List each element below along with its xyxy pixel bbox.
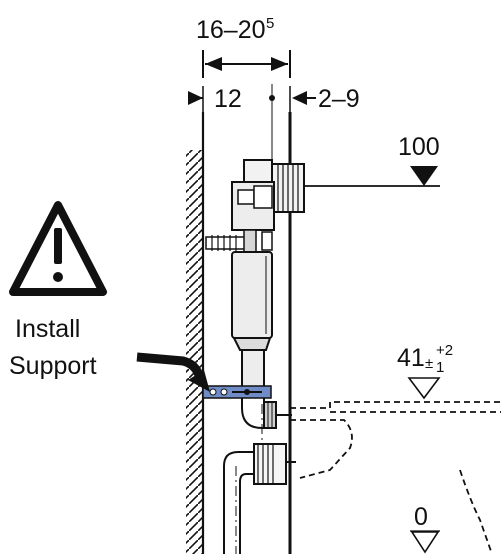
dimension-module-depth: 12 <box>188 84 275 160</box>
level-filled-triangle-icon <box>410 166 438 186</box>
height-marker-41: 41 ± +2 1 <box>397 342 453 400</box>
install-support-label: Install Support <box>9 315 97 380</box>
back-wall <box>186 112 205 554</box>
dimension-wall-gap: 2–9 <box>289 85 360 113</box>
wall-gap-label: 2–9 <box>318 85 360 113</box>
drain-pipe <box>223 404 296 554</box>
concealed-cistern <box>205 159 305 429</box>
dimension-total-depth: 16–20 5 <box>196 15 291 78</box>
seat-tol-plus: +2 <box>436 342 453 359</box>
height-100-label: 100 <box>398 133 440 161</box>
module-depth-label: 12 <box>214 85 242 113</box>
install-support-line1: Install <box>15 315 80 343</box>
warning-triangle-icon <box>9 201 107 296</box>
floor-height-label: 0 <box>414 503 428 531</box>
wc-pan-outline <box>290 401 501 555</box>
total-depth-superscript: 5 <box>266 15 274 32</box>
seat-height-label: 41 <box>397 344 425 372</box>
height-marker-0: 0 <box>410 503 440 554</box>
seat-tol-minus: 1 <box>436 359 444 376</box>
install-support-arrow-icon <box>136 352 210 392</box>
install-support-line2: Support <box>9 352 97 380</box>
height-marker-100: 100 <box>304 133 440 187</box>
total-depth-label: 16–20 <box>196 16 266 44</box>
support-bracket <box>202 385 272 399</box>
level-outline-triangle-icon <box>407 377 441 400</box>
seat-tol-pm: ± <box>425 355 433 372</box>
floor-outline-triangle-icon <box>410 531 440 554</box>
